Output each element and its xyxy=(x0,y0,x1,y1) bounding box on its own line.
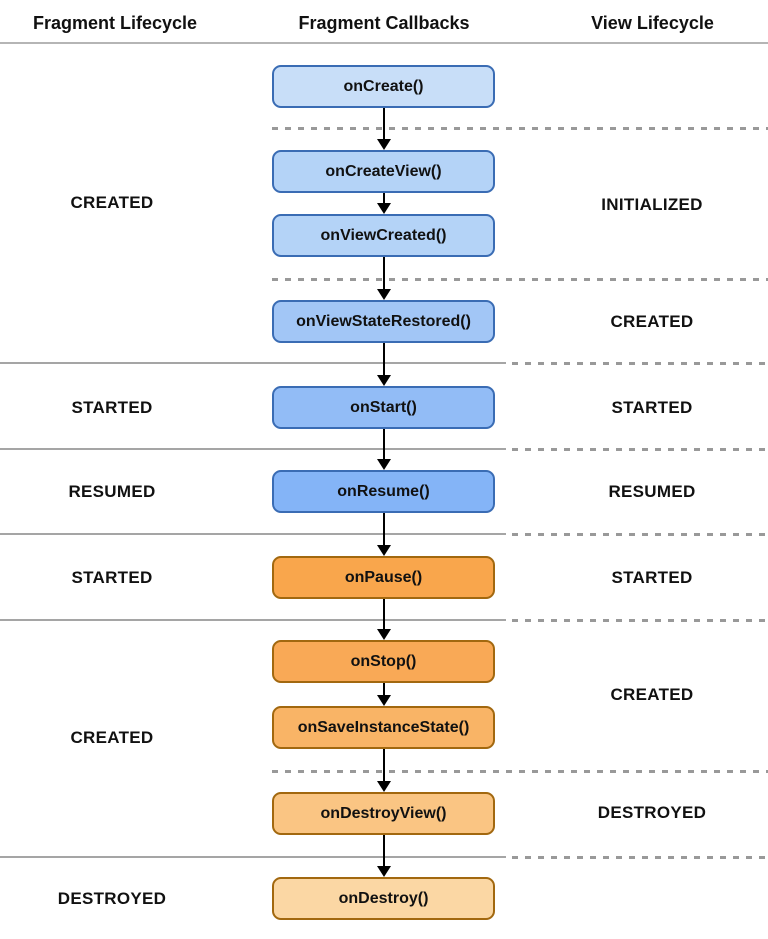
callback-box-onpause: onPause() xyxy=(272,556,495,599)
callback-box-ondestroy: onDestroy() xyxy=(272,877,495,920)
divider-solid-started-created xyxy=(0,619,506,621)
view-state-resumed: RESUMED xyxy=(608,482,696,501)
down-arrow-icon xyxy=(377,343,391,386)
callback-box-onstart: onStart() xyxy=(272,386,495,429)
down-arrow-icon xyxy=(377,429,391,470)
callback-box-onsaveinstancestate: onSaveInstanceState() xyxy=(272,706,495,749)
divider-solid-started-resumed xyxy=(0,448,506,450)
down-arrow-icon xyxy=(377,749,391,792)
callback-box-ondestroyview: onDestroyView() xyxy=(272,792,495,835)
divider-solid-resumed-started xyxy=(0,533,506,535)
callback-box-onviewstaterestored: onViewStateRestored() xyxy=(272,300,495,343)
callback-box-oncreate: onCreate() xyxy=(272,65,495,108)
down-arrow-icon xyxy=(377,835,391,877)
divider-dashed-right-4 xyxy=(512,619,768,622)
fragment-state-created-1: CREATED xyxy=(70,193,154,212)
fragment-state-started-1: STARTED xyxy=(71,398,153,417)
down-arrow-icon xyxy=(377,513,391,556)
fragment-state-destroyed: DESTROYED xyxy=(57,889,167,908)
fragment-state-created-2: CREATED xyxy=(70,728,154,747)
view-state-initialized: INITIALIZED xyxy=(601,195,703,214)
divider-dashed-created-destroyed xyxy=(272,770,768,773)
view-state-destroyed: DESTROYED xyxy=(597,803,707,822)
down-arrow-icon xyxy=(377,108,391,150)
divider-dashed-initialized-created xyxy=(272,278,768,281)
divider-solid-created-started xyxy=(0,362,506,364)
divider-dashed-right-2 xyxy=(512,448,768,451)
down-arrow-icon xyxy=(377,599,391,640)
down-arrow-icon xyxy=(377,683,391,706)
divider-solid-created-destroyed xyxy=(0,856,506,858)
divider-dashed-right-3 xyxy=(512,533,768,536)
column-title-view-lifecycle: View Lifecycle xyxy=(591,13,714,33)
callback-box-oncreateview: onCreateView() xyxy=(272,150,495,193)
view-state-started-1: STARTED xyxy=(611,398,693,417)
down-arrow-icon xyxy=(377,193,391,214)
column-title-fragment-callbacks: Fragment Callbacks xyxy=(298,13,470,33)
down-arrow-icon xyxy=(377,257,391,300)
divider-dashed-right-5 xyxy=(512,856,768,859)
callback-box-onstop: onStop() xyxy=(272,640,495,683)
fragment-state-resumed: RESUMED xyxy=(68,482,156,501)
divider-dashed-right-1 xyxy=(512,362,768,365)
callback-box-onviewcreated: onViewCreated() xyxy=(272,214,495,257)
divider-dashed-oncreate xyxy=(272,127,768,130)
header-divider-line xyxy=(0,42,768,44)
callback-box-onresume: onResume() xyxy=(272,470,495,513)
column-title-fragment-lifecycle: Fragment Lifecycle xyxy=(32,13,198,33)
view-state-started-2: STARTED xyxy=(611,568,693,587)
fragment-state-started-2: STARTED xyxy=(71,568,153,587)
view-state-created-2: CREATED xyxy=(610,685,694,704)
view-state-created-1: CREATED xyxy=(610,312,694,331)
